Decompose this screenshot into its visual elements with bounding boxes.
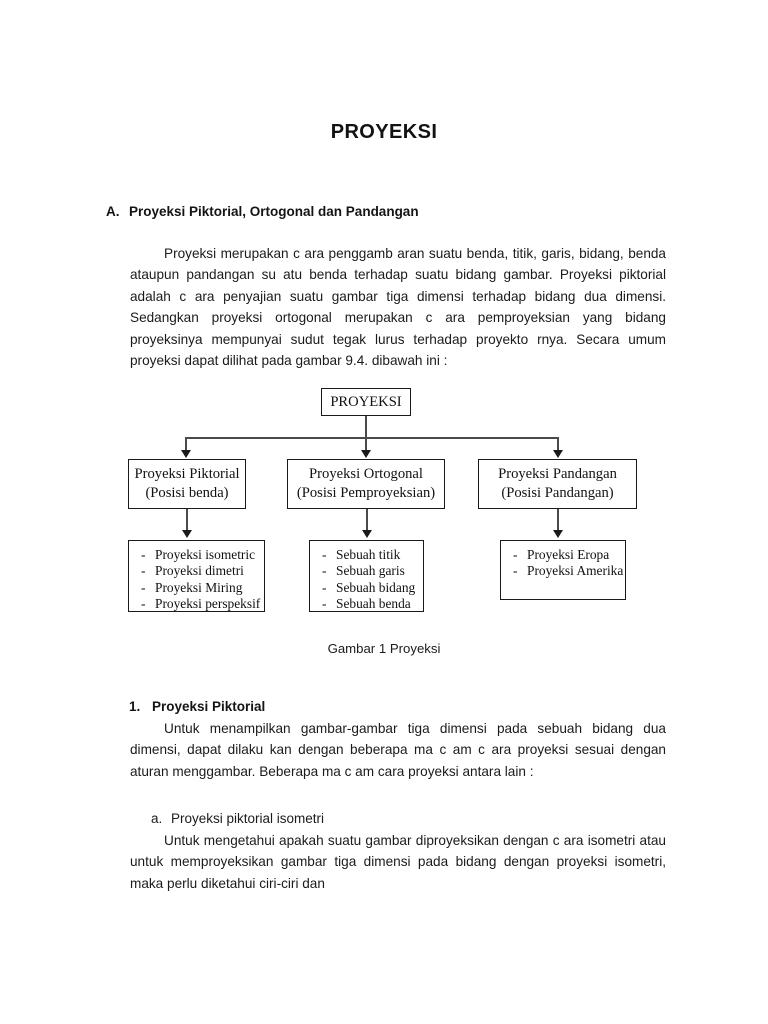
connector-drop-left [185, 437, 187, 451]
arrowhead-leaf-ortogonal [362, 530, 372, 538]
arrowhead-leaf-piktorial [182, 530, 192, 538]
diagram-leaf-ortogonal-list[interactable]: -Sebuah titik -Sebuah garis -Sebuah bida… [309, 540, 424, 612]
diagram-node-ortogonal-subtitle: (Posisi Pemproyeksian) [296, 485, 436, 501]
bullet-dash-icon: - [141, 579, 146, 595]
connector-drop-middle [365, 437, 367, 451]
diagram-node-piktorial[interactable]: Proyeksi Piktorial (Posisi benda) [128, 459, 246, 509]
list-item: -Proyeksi Amerika [513, 563, 625, 579]
connector-root-stem [365, 416, 367, 438]
section-a-marker: A. [106, 204, 120, 219]
figure-caption: Gambar 1 Proyeksi [327, 641, 441, 656]
page-title: PROYEKSI [330, 121, 438, 143]
diagram-node-pandangan-title: Proyeksi Pandangan [498, 466, 617, 482]
subsection-a-paragraph: Untuk mengetahui apakah suatu gambar dip… [130, 833, 666, 891]
bullet-dash-icon: - [141, 596, 146, 612]
subsection-a-heading-text: Proyeksi piktorial isometri [171, 811, 325, 826]
arrowhead-middle-branch [361, 450, 371, 458]
list-item: -Proyeksi isometric [141, 547, 264, 563]
list-item: -Sebuah bidang [322, 580, 423, 596]
arrowhead-leaf-pandangan [553, 530, 563, 538]
list-item: -Sebuah garis [322, 563, 423, 579]
list-item-label: Sebuah titik [336, 547, 401, 562]
list-item: -Sebuah titik [322, 547, 423, 563]
bullet-dash-icon: - [141, 547, 146, 562]
list-item: -Proyeksi Eropa [513, 547, 625, 563]
list-item-label: Proyeksi perspeksif [155, 596, 261, 612]
arrowhead-right-branch [553, 450, 563, 458]
list-item: -Proyeksi dimetri [141, 563, 264, 579]
connector-pandangan-to-leaf [557, 509, 559, 531]
connector-horizontal-bus [185, 437, 558, 439]
arrowhead-left-branch [181, 450, 191, 458]
list-item-label: Proyeksi Amerika [527, 563, 624, 579]
bullet-dash-icon: - [322, 563, 327, 579]
diagram-node-piktorial-title: Proyeksi Piktorial [134, 466, 240, 482]
bullet-dash-icon: - [513, 547, 518, 562]
diagram-leaf-piktorial-list[interactable]: -Proyeksi isometric -Proyeksi dimetri -P… [128, 540, 265, 612]
connector-ortogonal-to-leaf [366, 509, 368, 531]
diagram-node-pandangan-subtitle: (Posisi Pandangan) [501, 485, 614, 501]
bullet-dash-icon: - [322, 596, 327, 612]
list-item-label: Proyeksi Eropa [527, 547, 610, 562]
list-item-label: Sebuah garis [336, 563, 405, 579]
list-item-label: Proyeksi isometric [155, 547, 256, 562]
diagram-node-ortogonal[interactable]: Proyeksi Ortogonal (Posisi Pemproyeksian… [287, 459, 445, 509]
section-heading-a: A. Proyeksi Piktorial, Ortogonal dan Pand… [106, 204, 676, 219]
list-item-label: Sebuah bidang [336, 579, 416, 595]
connector-piktorial-to-leaf [186, 509, 188, 531]
section-1-marker: 1. [129, 699, 141, 714]
diagram-node-piktorial-subtitle: (Posisi benda) [145, 485, 229, 501]
section-1-heading-text: Proyeksi Piktorial [152, 699, 266, 714]
subsection-a-marker: a. [151, 811, 163, 826]
subsection-heading-a: a. Proyeksi piktorial isometri [151, 811, 671, 826]
section-1-paragraph: Untuk menampilkan gambar-gambar tiga dim… [130, 721, 666, 779]
list-item: -Proyeksi Miring [141, 580, 264, 596]
diagram-leaf-pandangan-list[interactable]: -Proyeksi Eropa -Proyeksi Amerika [500, 540, 626, 600]
list-item-label: Proyeksi dimetri [155, 563, 244, 579]
section-heading-1: 1. Proyeksi Piktorial [129, 699, 669, 714]
diagram-node-ortogonal-title: Proyeksi Ortogonal [309, 466, 423, 482]
list-item-label: Proyeksi Miring [155, 579, 243, 595]
diagram-node-root[interactable]: PROYEKSI [321, 388, 411, 416]
bullet-dash-icon: - [141, 563, 146, 579]
list-item: -Sebuah benda [322, 596, 423, 612]
bullet-dash-icon: - [322, 579, 327, 595]
section-a-paragraph: Proyeksi merupakan c ara penggamb aran s… [130, 246, 666, 369]
diagram-node-root-label: PROYEKSI [330, 393, 402, 410]
list-item-label: Sebuah benda [336, 596, 411, 612]
diagram-node-pandangan[interactable]: Proyeksi Pandangan (Posisi Pandangan) [478, 459, 637, 509]
bullet-dash-icon: - [513, 563, 518, 579]
section-a-heading-text: Proyeksi Piktorial, Ortogonal dan Pandan… [129, 204, 419, 219]
connector-drop-right [557, 437, 559, 451]
list-item: -Proyeksi perspeksif [141, 596, 264, 612]
bullet-dash-icon: - [322, 547, 327, 562]
